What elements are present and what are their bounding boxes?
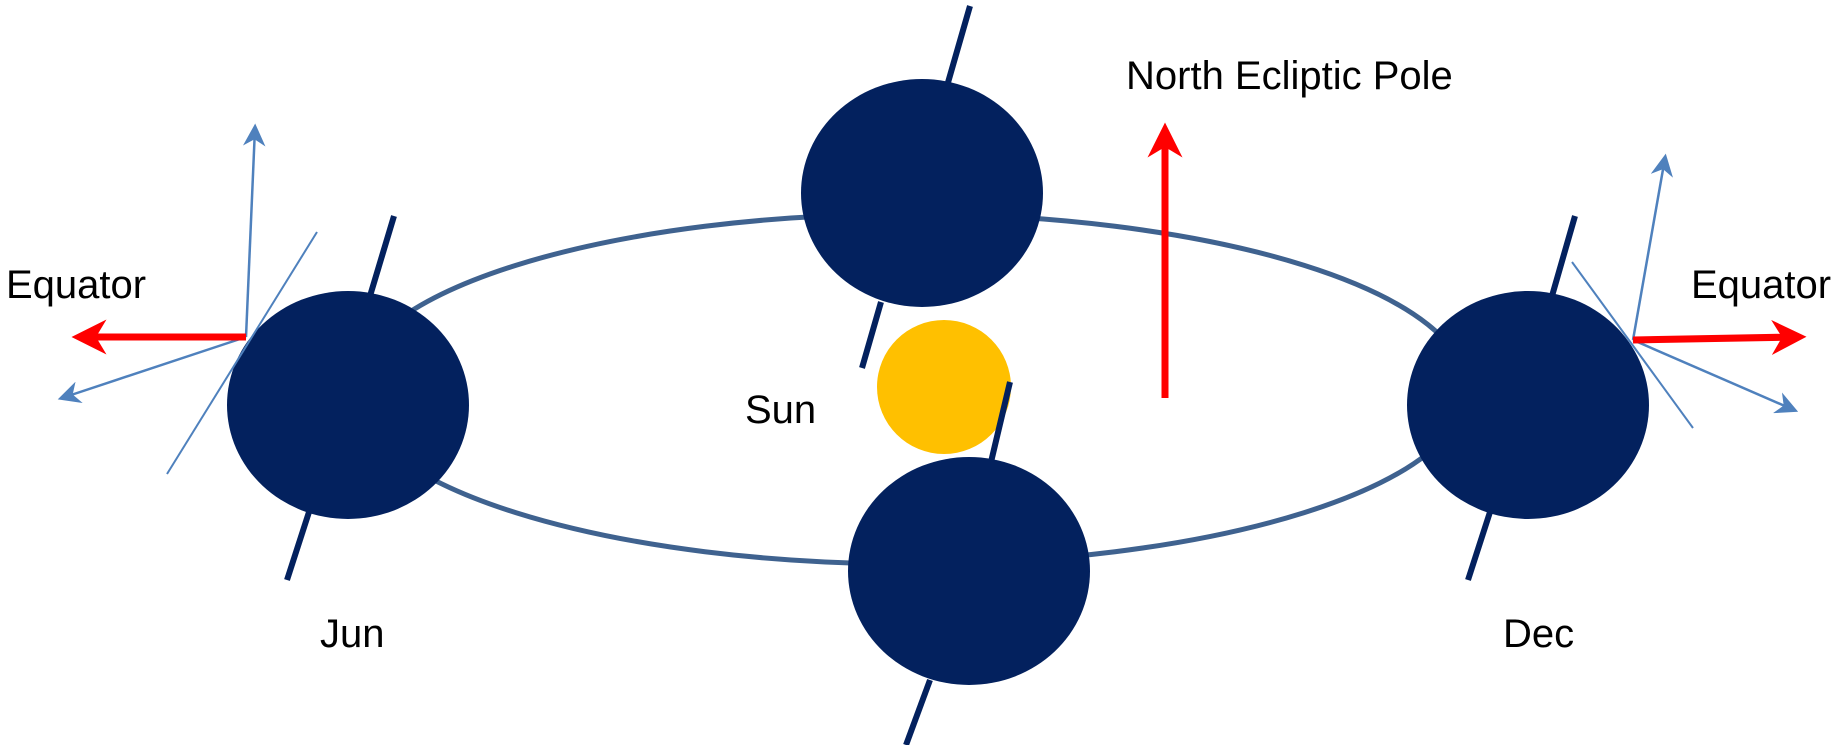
- earth-top-disc: [801, 79, 1043, 307]
- north-ecliptic-pole-label: North Ecliptic Pole: [1126, 54, 1453, 98]
- left-thin-up-arrow: [242, 123, 266, 338]
- earth-left-axis-north: [367, 215, 397, 297]
- jun-label: Jun: [320, 612, 385, 656]
- dec-label: Dec: [1503, 612, 1574, 656]
- sun-disc: [877, 320, 1011, 454]
- sun-label: Sun: [745, 388, 816, 432]
- right-thin-line: [1571, 261, 1694, 429]
- earth-top-axis-north: [944, 5, 973, 87]
- right-thin-side-arrow: [1632, 338, 1799, 414]
- earth-right-disc: [1407, 291, 1649, 519]
- earth-right: [1407, 215, 1649, 581]
- earth-left-axis-south: [284, 511, 312, 581]
- left-thin-line: [166, 231, 318, 475]
- earth-bottom-axis-north: [988, 381, 1013, 463]
- left-thin-side-arrow: [57, 335, 247, 404]
- equator-arrow-right: [1632, 319, 1807, 355]
- right-thin-axes: [1571, 153, 1799, 429]
- earth-right-axis-south: [1465, 511, 1493, 581]
- earth-right-axis-north: [1549, 215, 1578, 297]
- earth-top-axis-south: [859, 301, 884, 369]
- left-thin-axes: [57, 123, 318, 475]
- earth-left-disc: [227, 291, 469, 519]
- right-thin-up-arrow: [1631, 153, 1673, 341]
- equator-right-label: Equator: [1691, 263, 1831, 307]
- earth-bottom-disc: [848, 457, 1090, 685]
- earth-bottom: [848, 381, 1090, 745]
- earth-top: [801, 5, 1043, 369]
- earth-bottom-axis-south: [903, 678, 933, 745]
- earth-left: [227, 215, 469, 581]
- equator-left-label: Equator: [6, 263, 146, 307]
